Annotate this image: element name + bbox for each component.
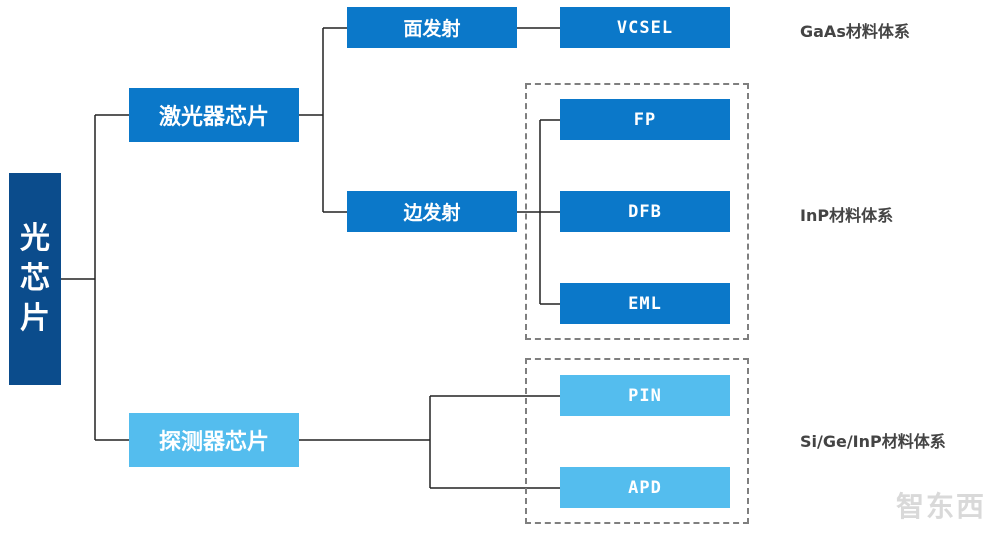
leaf-fp: FP xyxy=(560,99,730,140)
root-node-optical-chip: 光 芯 片 xyxy=(9,173,61,385)
edge-emit-group-frame xyxy=(525,83,749,340)
watermark-logo: 智东西 xyxy=(895,490,986,523)
leaf-vcsel: VCSEL xyxy=(560,7,730,48)
root-char-1: 光 xyxy=(20,221,50,256)
detector-chip-node: 探测器芯片 xyxy=(129,413,299,467)
root-char-3: 片 xyxy=(20,301,50,336)
root-char-2: 芯 xyxy=(20,261,50,296)
laser-chip-node: 激光器芯片 xyxy=(129,88,299,142)
leaf-dfb: DFB xyxy=(560,191,730,232)
leaf-eml: EML xyxy=(560,283,730,324)
material-gaas: GaAs材料体系 xyxy=(800,22,910,41)
detector-group-frame xyxy=(525,358,749,524)
edge-emit-node: 边发射 xyxy=(347,191,517,232)
surface-emit-node: 面发射 xyxy=(347,7,517,48)
leaf-pin: PIN xyxy=(560,375,730,416)
material-inp: InP材料体系 xyxy=(800,206,894,225)
material-si-ge-inp: Si/Ge/InP材料体系 xyxy=(800,432,946,451)
leaf-apd: APD xyxy=(560,467,730,508)
